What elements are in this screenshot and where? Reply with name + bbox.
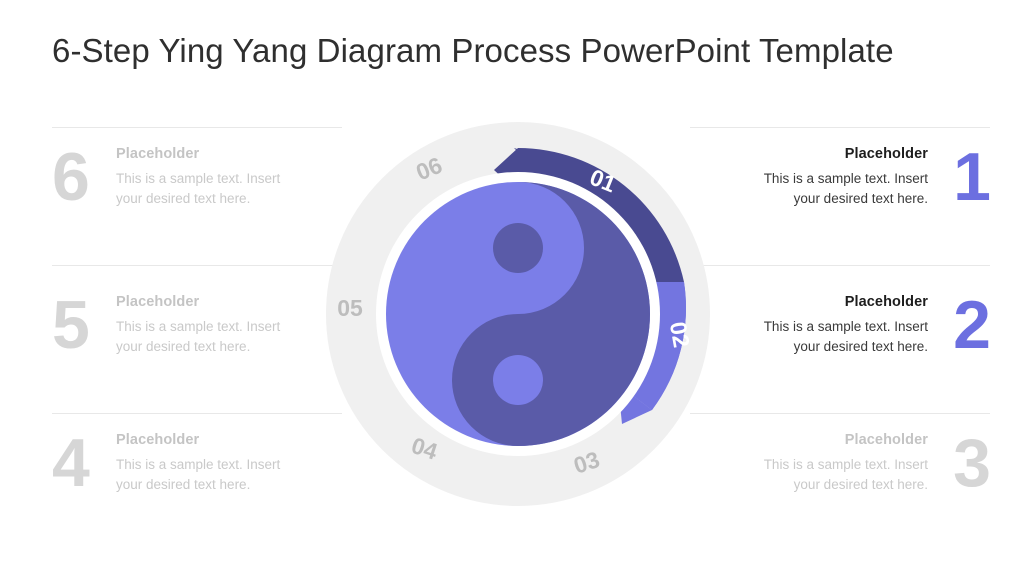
step-description-5: This is a sample text. Insert your desir… <box>116 319 281 354</box>
step-heading-6: Placeholder <box>116 146 200 162</box>
step-block-2[interactable]: Placeholder This is a sample text. Inser… <box>746 287 991 363</box>
yin-dot <box>493 223 543 273</box>
step-heading-2: Placeholder <box>844 294 928 310</box>
step-numeral-5: 5 <box>52 287 90 363</box>
step-block-1[interactable]: Placeholder This is a sample text. Inser… <box>746 139 991 215</box>
divider-row2-left <box>52 265 342 266</box>
divider-row1-left <box>52 127 342 128</box>
yin-yang-symbol <box>386 182 650 446</box>
divider-row3-right <box>690 413 990 414</box>
yang-dot <box>493 355 543 405</box>
divider-row1-right <box>690 127 990 128</box>
step-heading-4: Placeholder <box>116 432 200 448</box>
step-heading-5: Placeholder <box>116 294 200 310</box>
yin-yang-diagram: 01 02 03 04 05 06 <box>322 118 714 510</box>
divider-row3-left <box>52 413 342 414</box>
ring-label-02: 02 <box>665 320 695 350</box>
step-block-3[interactable]: Placeholder This is a sample text. Inser… <box>746 425 991 501</box>
ring-label-05: 05 <box>337 295 363 321</box>
step-description-6: This is a sample text. Insert your desir… <box>116 171 281 206</box>
step-heading-3: Placeholder <box>844 432 928 448</box>
step-block-6[interactable]: 6 Placeholder This is a sample text. Ins… <box>52 139 298 215</box>
step-heading-1: Placeholder <box>844 146 928 162</box>
step-block-5[interactable]: 5 Placeholder This is a sample text. Ins… <box>52 287 298 363</box>
step-numeral-3: 3 <box>953 425 991 501</box>
step-numeral-1: 1 <box>953 139 991 215</box>
step-description-2: This is a sample text. Insert your desir… <box>763 319 928 354</box>
step-numeral-4: 4 <box>52 425 90 501</box>
page-title: 6-Step Ying Yang Diagram Process PowerPo… <box>52 32 894 69</box>
step-description-3: This is a sample text. Insert your desir… <box>763 457 928 492</box>
divider-row2-right <box>690 265 990 266</box>
step-description-1: This is a sample text. Insert your desir… <box>763 171 928 206</box>
step-numeral-6: 6 <box>52 139 90 215</box>
step-numeral-2: 2 <box>953 287 991 363</box>
step-description-4: This is a sample text. Insert your desir… <box>116 457 281 492</box>
step-block-4[interactable]: 4 Placeholder This is a sample text. Ins… <box>52 425 298 501</box>
